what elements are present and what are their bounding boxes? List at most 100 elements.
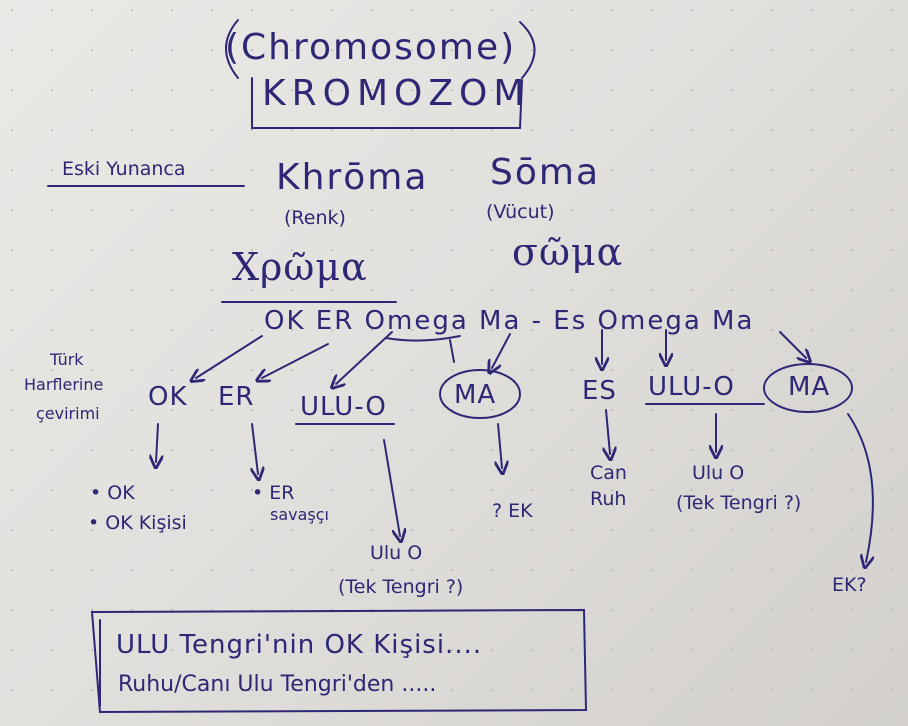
grid-dot <box>691 209 693 211</box>
grid-dot <box>51 129 53 131</box>
grid-dot <box>451 409 453 411</box>
grid-dot <box>691 129 693 131</box>
meaning-ulu-1b: (Tek Tengri ?) <box>338 576 464 598</box>
grid-dot <box>611 609 613 611</box>
grid-dot <box>91 289 93 291</box>
grid-dot <box>691 289 693 291</box>
grid-dot <box>891 249 893 251</box>
grid-dot <box>251 569 253 571</box>
grid-dot <box>531 9 533 11</box>
grid-dot <box>611 689 613 691</box>
grid-dot <box>651 209 653 211</box>
grid-dot <box>171 569 173 571</box>
grid-dot <box>91 169 93 171</box>
grid-dot <box>51 169 53 171</box>
conclusion-line-2: Ruhu/Canı Ulu Tengri'den ..... <box>118 672 437 697</box>
grid-dot <box>491 249 493 251</box>
grid-dot <box>251 409 253 411</box>
grid-dot <box>571 529 573 531</box>
grid-dot <box>211 489 213 491</box>
grid-dot <box>131 169 133 171</box>
grid-dot <box>131 129 133 131</box>
grid-dot <box>531 609 533 611</box>
grid-dot <box>171 169 173 171</box>
grid-dot <box>291 49 293 51</box>
part-er: ER <box>218 382 255 412</box>
grid-dot <box>811 369 813 371</box>
grid-dot <box>491 489 493 491</box>
grid-dot <box>491 129 493 131</box>
grid-dot <box>171 369 173 371</box>
grid-dot <box>91 489 93 491</box>
grid-dot <box>91 209 93 211</box>
grid-dot <box>891 409 893 411</box>
grid-dot <box>571 689 573 691</box>
grid-dot <box>251 49 253 51</box>
grid-dot <box>251 489 253 491</box>
grid-dot <box>531 649 533 651</box>
grid-dot <box>371 609 373 611</box>
grid-dot <box>51 529 53 531</box>
grid-dot <box>211 249 213 251</box>
grid-dot <box>651 569 653 571</box>
grid-dot <box>331 9 333 11</box>
grid-dot <box>211 89 213 91</box>
grid-dot <box>891 49 893 51</box>
grid-dot <box>691 409 693 411</box>
grid-dot <box>691 249 693 251</box>
grid-dot <box>11 289 13 291</box>
grid-dot <box>131 209 133 211</box>
grid-dot <box>331 209 333 211</box>
grid-dot <box>731 649 733 651</box>
grid-dot <box>451 489 453 491</box>
meaning-ma-1: ? EK <box>492 500 533 522</box>
grid-dot <box>451 329 453 331</box>
grid-dot <box>11 169 13 171</box>
grid-dot <box>11 209 13 211</box>
grid-dot <box>91 689 93 691</box>
grid-dot <box>651 9 653 11</box>
grid-dot <box>811 569 813 571</box>
grid-dot <box>491 609 493 611</box>
grid-dot <box>691 689 693 691</box>
grid-dot <box>411 369 413 371</box>
meaning-es-2: Ruh <box>590 488 627 510</box>
meaning-ulu-2b: (Tek Tengri ?) <box>676 492 802 514</box>
grid-dot <box>331 409 333 411</box>
grid-dot <box>371 289 373 291</box>
grid-dot <box>891 209 893 211</box>
part-ma-1: MA <box>454 380 497 410</box>
grid-dot <box>891 89 893 91</box>
grid-dot <box>851 529 853 531</box>
grid-dot <box>731 369 733 371</box>
grid-dot <box>331 289 333 291</box>
grid-dot <box>611 449 613 451</box>
grid-dot <box>571 89 573 91</box>
grid-dot <box>171 329 173 331</box>
grid-dot <box>571 9 573 11</box>
grid-dot <box>211 49 213 51</box>
grid-dot <box>171 249 173 251</box>
grid-dot <box>811 409 813 411</box>
meaning-vucut: (Vücut) <box>486 201 555 223</box>
grid-dot <box>691 89 693 91</box>
grid-dot <box>691 569 693 571</box>
grid-dot <box>131 529 133 531</box>
grid-dot <box>571 209 573 211</box>
part-ulu-o-2: ULU-O <box>648 372 735 402</box>
grid-dot <box>611 369 613 371</box>
grid-dot <box>51 569 53 571</box>
grid-dot <box>571 609 573 611</box>
grid-dot <box>211 329 213 331</box>
grid-dot <box>371 489 373 491</box>
grid-dot <box>131 569 133 571</box>
grid-dot <box>611 529 613 531</box>
grid-dot <box>571 169 573 171</box>
grid-dot <box>691 9 693 11</box>
grid-dot <box>11 369 13 371</box>
grid-dot <box>291 9 293 11</box>
grid-dot <box>171 409 173 411</box>
meaning-ulu-1a: Ulu O <box>370 542 423 564</box>
grid-dot <box>811 209 813 211</box>
grid-dot <box>171 129 173 131</box>
